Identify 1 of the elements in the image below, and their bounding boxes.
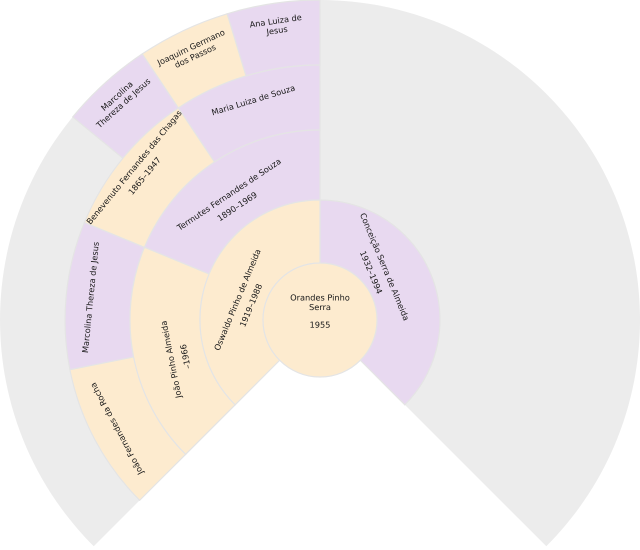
fan-segment: Ana Luiza de Jesus bbox=[226, 0, 321, 77]
